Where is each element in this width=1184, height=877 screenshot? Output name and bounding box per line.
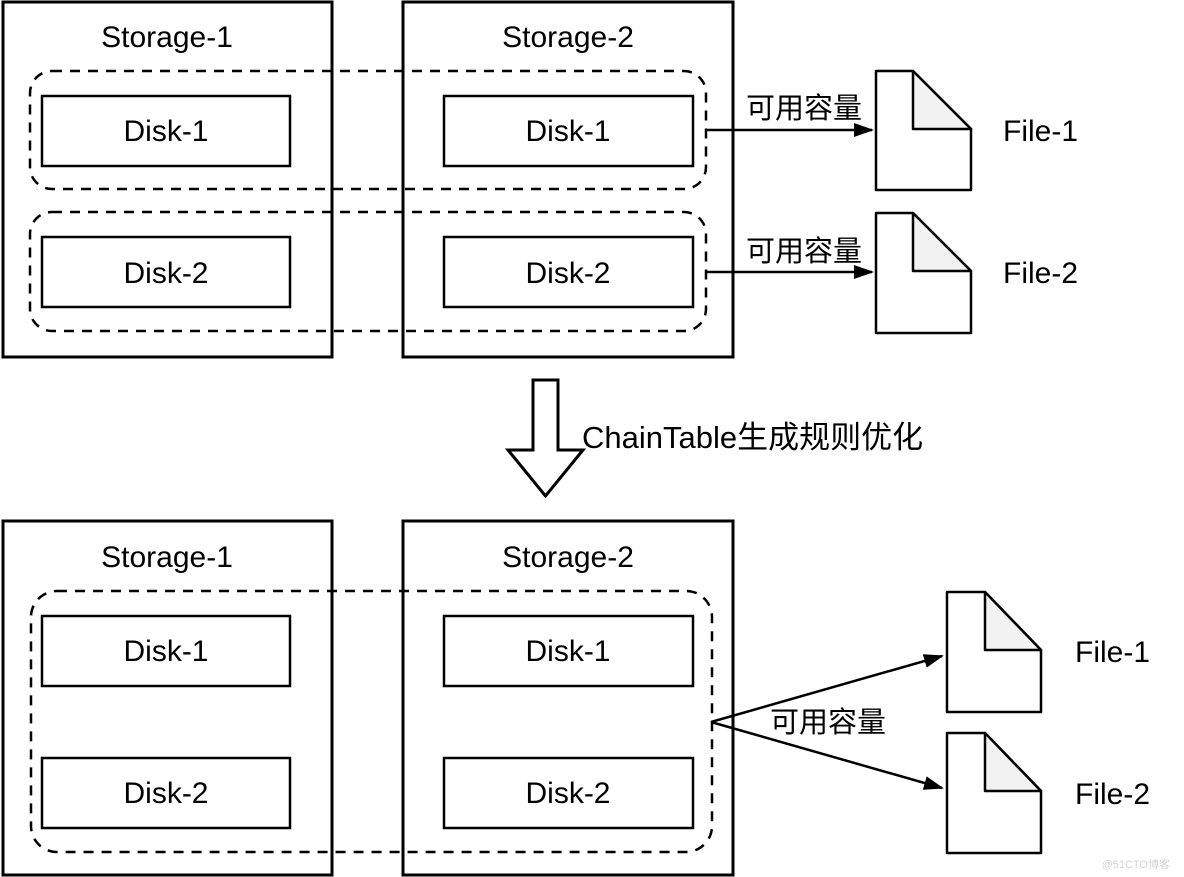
after-storage2-disk2-box <box>442 756 695 830</box>
file-icon <box>945 731 1043 855</box>
before-storage2-disk2-box <box>442 235 695 309</box>
after-capacity-arrow-1 <box>710 654 944 724</box>
before-storage2-disk2-label: Disk-2 <box>525 257 610 290</box>
after-file2-label: File-2 <box>1075 778 1150 811</box>
before-capacity-label-1: 可用容量 <box>746 92 862 125</box>
before-storage1-disk1-box <box>40 94 292 168</box>
file-icon <box>945 590 1043 714</box>
after-storage1-disk1-box <box>40 614 292 688</box>
before-storage2-title: Storage-2 <box>502 21 634 54</box>
after-storage2-title: Storage-2 <box>502 541 634 574</box>
file-icon <box>874 69 973 192</box>
before-storage1-title: Storage-1 <box>101 21 233 54</box>
after-storage2-disk1-box <box>442 614 695 688</box>
file-icon <box>874 211 973 335</box>
watermark: @51CTO博客 <box>1102 857 1170 871</box>
before-disk1-group-dashed-outline <box>28 69 708 191</box>
before-storage2-disk1-box <box>442 94 695 168</box>
before-file2-label: File-2 <box>1003 257 1078 290</box>
before-disk2-group-dashed-outline <box>28 210 708 333</box>
transition-label: ChainTable生成规则优化 <box>582 420 923 455</box>
after-storage1-disk2-label: Disk-2 <box>123 777 208 810</box>
after-storage1-disk1-label: Disk-1 <box>123 635 208 668</box>
after-storage2-disk2-label: Disk-2 <box>525 777 610 810</box>
after-capacity-label: 可用容量 <box>770 706 886 739</box>
transition-down-arrow-icon <box>504 378 587 499</box>
after-storage2-disk1-label: Disk-1 <box>525 635 610 668</box>
after-capacity-arrow-2 <box>710 720 944 790</box>
before-capacity-label-2: 可用容量 <box>746 235 862 268</box>
before-storage1-disk2-label: Disk-2 <box>123 257 208 290</box>
after-file1-label: File-1 <box>1075 636 1150 669</box>
before-file1-label: File-1 <box>1003 115 1078 148</box>
after-storage1-disk2-box <box>40 756 292 830</box>
after-storage1-title: Storage-1 <box>101 541 233 574</box>
before-storage1-disk2-box <box>40 235 292 309</box>
before-storage1-disk1-label: Disk-1 <box>123 115 208 148</box>
before-storage2-disk1-label: Disk-1 <box>525 115 610 148</box>
